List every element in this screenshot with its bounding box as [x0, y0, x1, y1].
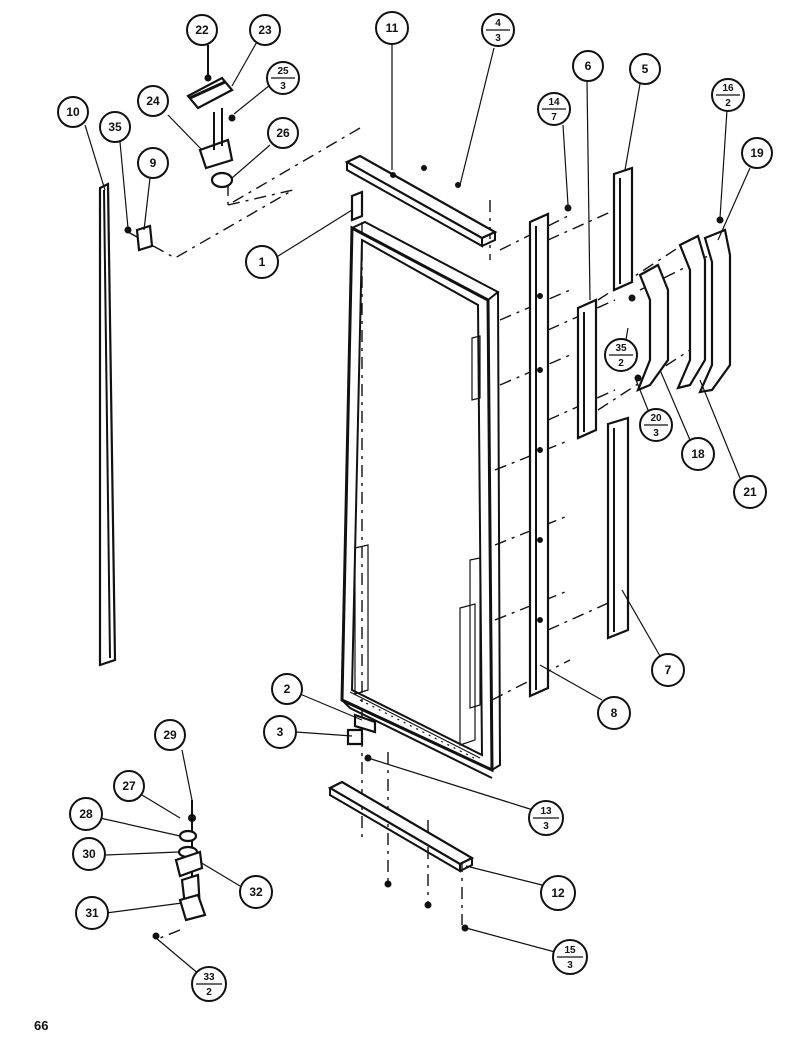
- shelf-brackets: [628, 216, 732, 394]
- part-8-channel: [528, 204, 572, 698]
- svg-text:3: 3: [653, 428, 659, 439]
- callout-25-3: 25 3: [266, 61, 300, 95]
- leader-lines: [84, 29, 751, 976]
- svg-text:6: 6: [585, 59, 592, 73]
- svg-text:22: 22: [195, 23, 209, 37]
- svg-text:27: 27: [122, 779, 136, 793]
- svg-text:18: 18: [691, 447, 705, 461]
- svg-text:16: 16: [722, 83, 734, 94]
- svg-text:32: 32: [249, 885, 263, 899]
- callout-23: 23: [249, 14, 281, 46]
- callout-28: 28: [69, 797, 103, 831]
- callout-2: 2: [271, 673, 303, 705]
- callout-8: 8: [597, 696, 631, 730]
- callout-12: 12: [540, 875, 576, 911]
- svg-text:10: 10: [66, 105, 80, 119]
- callout-6: 6: [572, 50, 604, 82]
- svg-text:3: 3: [567, 960, 573, 971]
- callout-16-2: 16 2: [711, 78, 745, 112]
- callout-21: 21: [733, 475, 767, 509]
- svg-text:2: 2: [284, 682, 291, 696]
- callout-24: 24: [137, 85, 169, 117]
- part-10-left-strip: [98, 182, 117, 667]
- callout-4-3: 4 3: [481, 13, 515, 47]
- callout-18: 18: [681, 437, 715, 471]
- svg-text:35: 35: [108, 120, 122, 134]
- part-12-bottom-cap: [327, 780, 475, 932]
- callout-27: 27: [113, 770, 145, 802]
- bottom-hinge-assembly: [152, 800, 207, 940]
- page-number: 66: [34, 1018, 48, 1033]
- svg-text:13: 13: [540, 806, 552, 817]
- callout-9: 9: [137, 147, 169, 179]
- callout-15-3: 15 3: [552, 939, 588, 975]
- svg-text:15: 15: [564, 945, 576, 956]
- svg-text:3: 3: [543, 821, 549, 832]
- part-7-bar: [606, 416, 630, 640]
- svg-text:24: 24: [146, 94, 160, 108]
- svg-text:2: 2: [206, 987, 212, 998]
- svg-text:2: 2: [618, 358, 624, 369]
- callout-19: 19: [741, 137, 773, 169]
- svg-text:3: 3: [280, 81, 286, 92]
- part-9-bracket: [124, 224, 154, 252]
- callout-31: 31: [75, 896, 109, 930]
- callout-22: 22: [186, 14, 218, 46]
- door-panel: [340, 220, 502, 779]
- callout-14-7: 14 7: [537, 92, 571, 126]
- callout-35-2: 35 2: [604, 338, 638, 372]
- svg-text:7: 7: [665, 663, 672, 677]
- svg-text:4: 4: [495, 18, 501, 29]
- callout-1: 1: [245, 245, 279, 279]
- svg-text:33: 33: [203, 972, 215, 983]
- callout-10: 10: [57, 96, 89, 128]
- svg-text:29: 29: [163, 728, 177, 742]
- svg-text:5: 5: [642, 62, 649, 76]
- part-5-bar: [612, 166, 634, 292]
- part-6-bar: [576, 298, 598, 440]
- svg-text:8: 8: [611, 706, 618, 720]
- svg-text:7: 7: [551, 112, 557, 123]
- callout-30: 30: [72, 837, 106, 871]
- svg-text:28: 28: [79, 807, 93, 821]
- callout-33-2: 33 2: [191, 966, 227, 1002]
- callout-3: 3: [263, 715, 297, 749]
- svg-text:25: 25: [277, 66, 289, 77]
- svg-text:23: 23: [258, 23, 272, 37]
- svg-text:12: 12: [551, 886, 565, 900]
- svg-text:1: 1: [259, 255, 266, 269]
- svg-text:35: 35: [615, 343, 627, 354]
- part-11-top-cap: [344, 154, 498, 248]
- svg-text:19: 19: [750, 146, 764, 160]
- svg-text:11: 11: [386, 21, 399, 35]
- svg-text:14: 14: [548, 97, 560, 108]
- callout-11: 11: [375, 11, 409, 45]
- callout-5: 5: [629, 53, 661, 85]
- svg-text:31: 31: [85, 906, 99, 920]
- top-hinge-group: [186, 45, 236, 189]
- part-1-hinge: [350, 190, 364, 222]
- svg-text:26: 26: [276, 126, 290, 140]
- callout-20-3: 20 3: [639, 408, 673, 442]
- svg-text:3: 3: [277, 725, 284, 739]
- svg-text:20: 20: [650, 413, 662, 424]
- callout-26: 26: [267, 117, 299, 149]
- callout-7: 7: [651, 653, 685, 687]
- callout-32: 32: [239, 875, 273, 909]
- callout-29: 29: [154, 719, 186, 751]
- callout-35: 35: [99, 111, 131, 143]
- svg-text:21: 21: [743, 485, 757, 499]
- svg-text:30: 30: [82, 847, 96, 861]
- svg-text:9: 9: [150, 156, 157, 170]
- svg-text:2: 2: [725, 98, 731, 109]
- callout-13-3: 13 3: [528, 800, 564, 836]
- svg-text:3: 3: [495, 33, 501, 44]
